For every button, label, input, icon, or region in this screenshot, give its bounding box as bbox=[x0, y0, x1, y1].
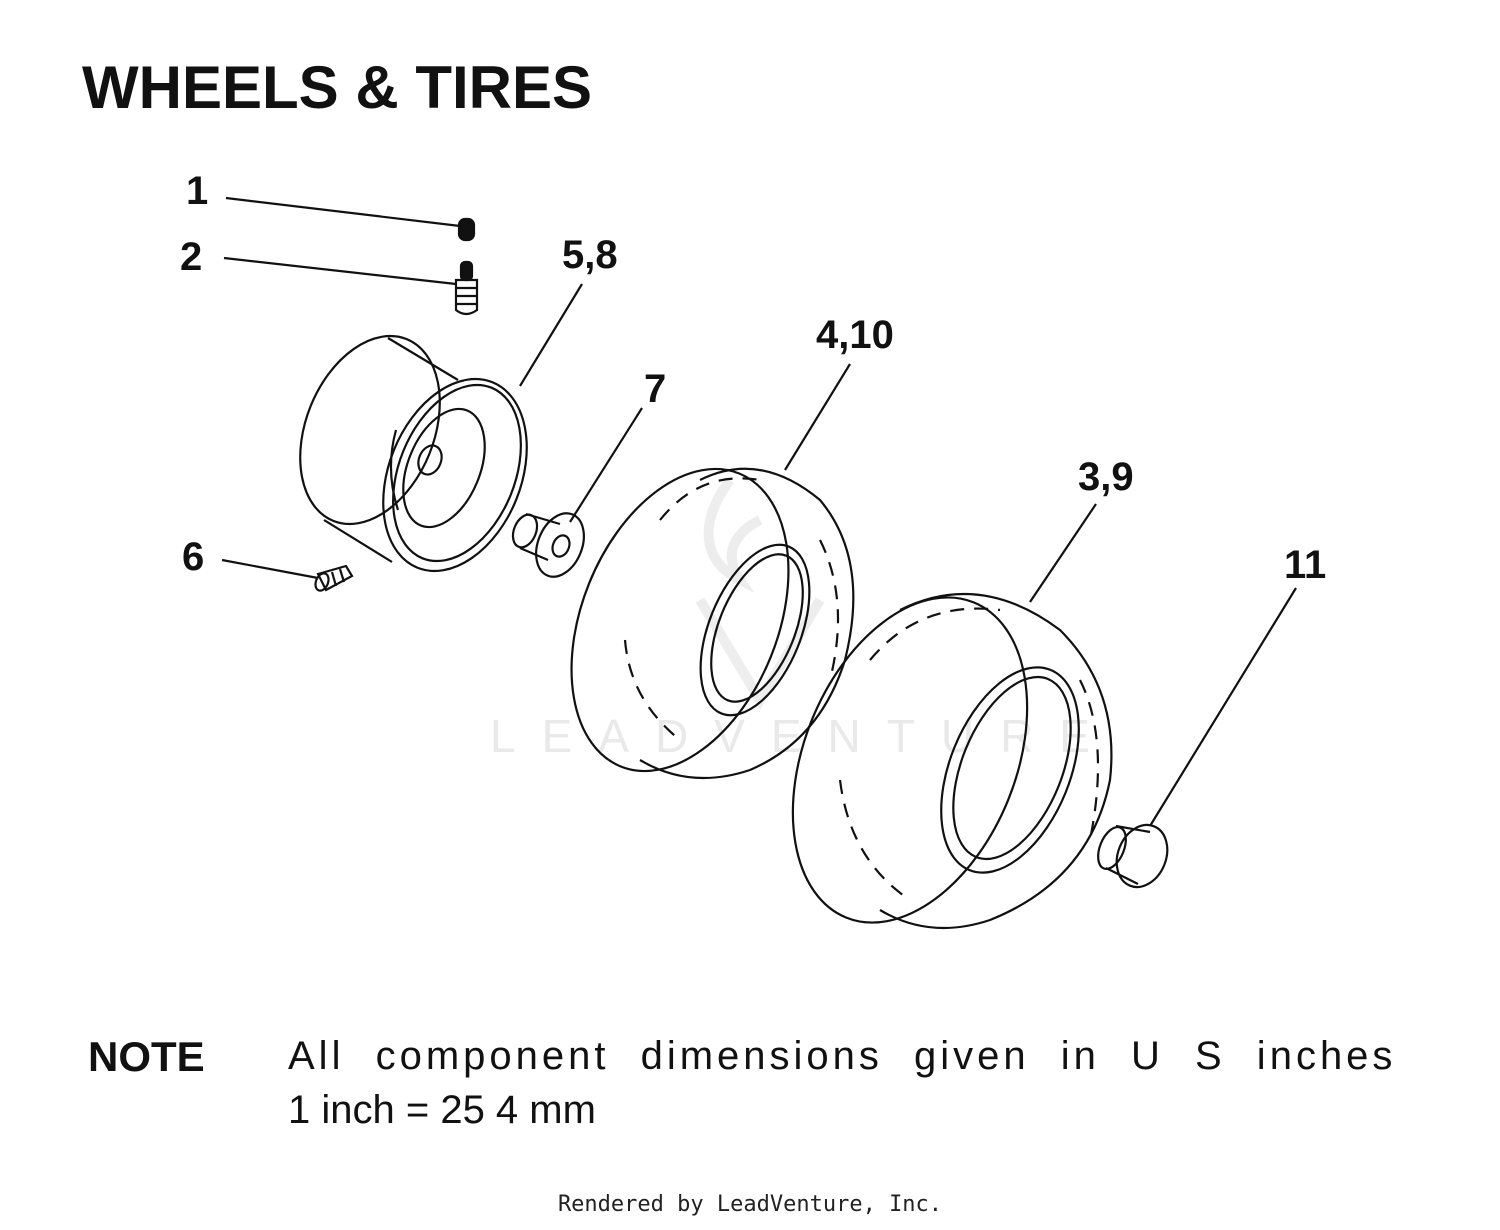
callout-3-9: 3,9 bbox=[1078, 455, 1134, 499]
note-text-conversion: 1 inch = 25 4 mm bbox=[288, 1088, 596, 1132]
parts-diagram: LEADVENTURE bbox=[180, 169, 1326, 930]
watermark-text: LEADVENTURE bbox=[490, 710, 1116, 762]
callout-6: 6 bbox=[182, 535, 204, 579]
valve-cap-part bbox=[225, 196, 476, 242]
bushing-part bbox=[511, 407, 643, 578]
page-title: WHEELS & TIRES bbox=[82, 54, 593, 121]
footer-credit: Rendered by LeadVenture, Inc. bbox=[557, 1192, 943, 1217]
callout-1: 1 bbox=[186, 169, 208, 213]
callout-5-8: 5,8 bbox=[562, 233, 618, 277]
tire-tube-part bbox=[791, 503, 1113, 930]
callout-7: 7 bbox=[644, 367, 666, 411]
note-text-dimensions: All component dimensions given in U S in… bbox=[288, 1034, 1397, 1078]
tire-part bbox=[570, 363, 855, 780]
note-label: NOTE bbox=[88, 1033, 205, 1080]
callout-2: 2 bbox=[180, 235, 202, 279]
callout-11: 11 bbox=[1284, 543, 1326, 587]
bolt-part bbox=[221, 558, 354, 592]
hub-cap-part bbox=[1097, 587, 1297, 889]
rim-part bbox=[299, 283, 583, 573]
valve-stem-part bbox=[223, 256, 479, 316]
callout-4-10: 4,10 bbox=[816, 313, 894, 357]
